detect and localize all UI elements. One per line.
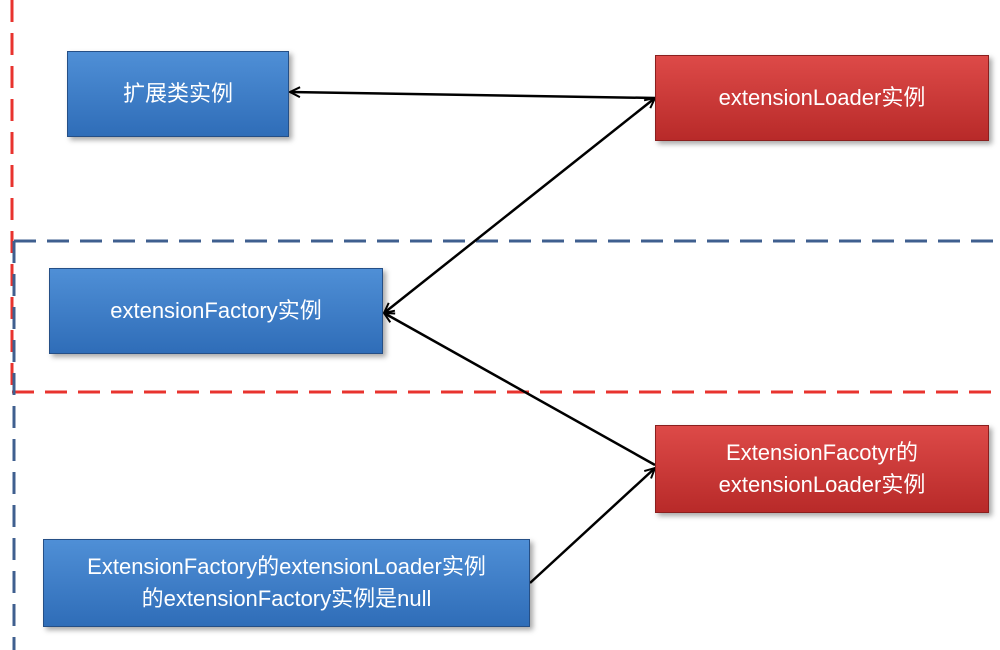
extension-instance-box: 扩展类实例 bbox=[67, 51, 289, 137]
factory-loader-instance-box: ExtensionFacotyr的 extensionLoader实例 bbox=[655, 425, 989, 513]
arrow-factory-to-loader bbox=[384, 98, 655, 313]
extension-factory-instance-box: extensionFactory实例 bbox=[49, 268, 383, 354]
extension-factory-instance-label: extensionFactory实例 bbox=[110, 298, 322, 324]
extension-instance-label: 扩展类实例 bbox=[122, 81, 233, 107]
arrow-loader-to-extension-instance bbox=[290, 92, 656, 100]
arrow-factory-loader-to-factory bbox=[384, 313, 656, 467]
arrow-null-box-to-factory-loader bbox=[529, 468, 655, 584]
extension-loader-instance-label: extensionLoader实例 bbox=[718, 85, 926, 111]
factory-loader-instance-label: ExtensionFacotyr的 extensionLoader实例 bbox=[718, 440, 926, 497]
extension-loader-instance-box: extensionLoader实例 bbox=[655, 55, 989, 141]
factory-loader-factory-null-box: ExtensionFactory的extensionLoader实例 的exte… bbox=[43, 539, 530, 627]
factory-loader-factory-null-label: ExtensionFactory的extensionLoader实例 的exte… bbox=[87, 554, 486, 611]
